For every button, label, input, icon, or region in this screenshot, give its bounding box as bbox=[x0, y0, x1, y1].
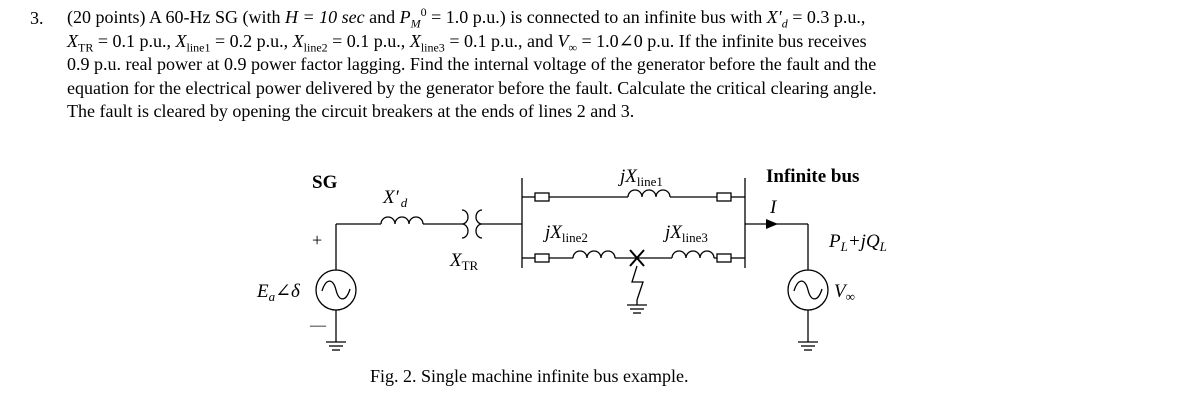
problem-line-3: 0.9 p.u. real power at 0.9 power factor … bbox=[67, 54, 877, 74]
problem-line-2: XTR = 0.1 p.u., Xline1 = 0.2 p.u., Xline… bbox=[67, 30, 867, 55]
vinf-label: V∞ bbox=[834, 281, 855, 304]
line2-inductor-icon bbox=[572, 250, 616, 259]
fault-icon bbox=[627, 249, 647, 314]
problem-line-1: (20 points) A 60-Hz SG (with H = 10 sec … bbox=[67, 5, 866, 31]
breaker-line2-left bbox=[534, 253, 550, 263]
ground-icon bbox=[798, 341, 818, 351]
xd-inductor-icon bbox=[380, 216, 424, 225]
transformer-icon bbox=[461, 209, 483, 239]
ground-icon bbox=[326, 341, 346, 351]
problem-line-4: equation for the electrical power delive… bbox=[67, 77, 877, 98]
problem-text: (20 points) A 60-Hz SG (with H = 10 sec … bbox=[67, 6, 1187, 124]
infinite-bus-source-icon bbox=[787, 269, 829, 311]
current-label: I bbox=[769, 197, 778, 218]
breaker-line3-right bbox=[716, 253, 732, 263]
xtr-label: XTR bbox=[449, 250, 479, 273]
load-power-label: PL+jQL bbox=[828, 231, 887, 254]
minus-sign: — bbox=[309, 317, 327, 334]
problem-number: 3. bbox=[30, 8, 44, 28]
xd-label: X′d bbox=[382, 187, 408, 210]
jxline1-label: jXline1 bbox=[617, 166, 663, 189]
line1-inductor-icon bbox=[627, 189, 671, 198]
jxline2-label: jXline2 bbox=[542, 222, 588, 245]
figure-caption: Fig. 2. Single machine infinite bus exam… bbox=[370, 366, 689, 386]
infinite-bus-label: Infinite bus bbox=[766, 166, 859, 187]
current-arrow-icon bbox=[766, 219, 778, 229]
breaker-line1-right bbox=[716, 192, 732, 202]
breaker-line1-left bbox=[534, 192, 550, 202]
sg-label: SG bbox=[312, 172, 338, 193]
plus-sign: + bbox=[312, 230, 322, 250]
jxline3-label: jXline3 bbox=[662, 222, 708, 245]
sg-source-icon bbox=[315, 269, 357, 311]
ea-label: Ea∠δ bbox=[256, 281, 301, 304]
problem-line-5: The fault is cleared by opening the circ… bbox=[67, 101, 635, 121]
line3-inductor-icon bbox=[671, 250, 715, 259]
